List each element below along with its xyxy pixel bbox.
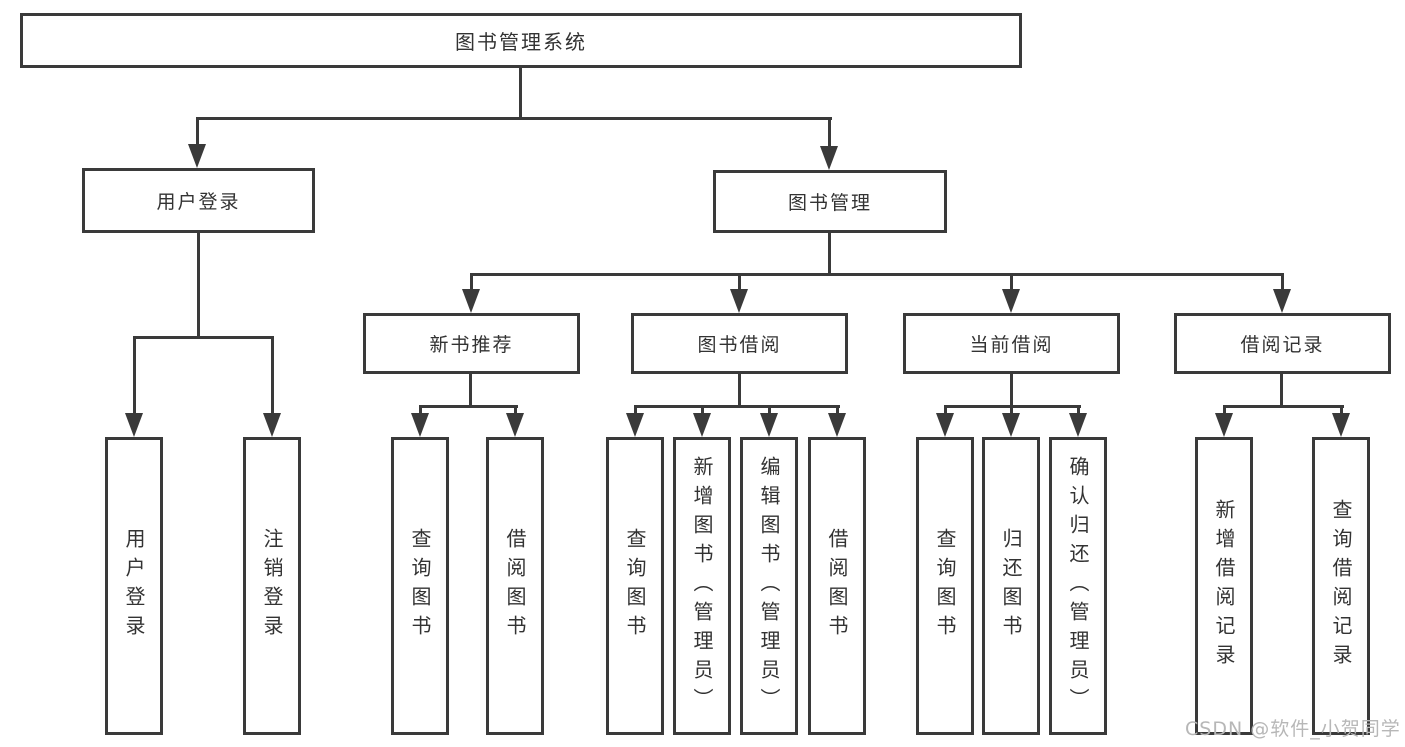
leaf-borrow-books: 借阅图书 [486,437,544,735]
node-label: 借阅记录 [1240,334,1325,356]
node-label: 图书管理系统 [455,30,587,54]
arrowhead-down-icon [936,413,954,437]
arrow-shaft [271,338,274,415]
arrow-shaft [836,407,839,415]
arrow-shaft [133,338,136,415]
arrowhead-down-icon [188,144,206,168]
leaf-query-books: 查询图书 [391,437,449,735]
arrowhead-down-icon [1002,289,1020,313]
arrow-shaft [1281,275,1284,291]
leaf-query-books: 查询图书 [916,437,974,735]
node-label: 当前借阅 [969,334,1054,356]
leaf-label: 用户登录 [122,528,146,644]
arrow-shaft [1010,275,1013,291]
node-label: 图书管理 [787,192,872,214]
arrow-shaft [419,407,422,415]
connector-line-horizontal [634,405,840,408]
arrowhead-down-icon [125,413,143,437]
arrowhead-down-icon [828,413,846,437]
arrowhead-down-icon [1069,413,1087,437]
leaf-label: 注销登录 [260,528,284,644]
leaf-label: 新增图书（管理员） [690,455,714,717]
arrow-shaft [768,407,771,415]
arrow-shaft [1077,407,1080,415]
node-book-management: 图书管理 [713,170,947,233]
leaf-confirm-return-admin: 确认归还（管理员） [1049,437,1107,735]
connector-line-horizontal [419,405,518,408]
arrow-shaft [514,407,517,415]
arrowhead-down-icon [1215,413,1233,437]
arrow-shaft [1223,407,1226,415]
arrow-shaft [701,407,704,415]
leaf-add-borrow-record: 新增借阅记录 [1195,437,1253,735]
arrow-shaft [1340,407,1343,415]
arrow-shaft [470,275,473,291]
node-current-borrowing: 当前借阅 [903,313,1120,374]
leaf-label: 确认归还（管理员） [1066,455,1090,717]
connector-line-horizontal [133,336,274,339]
arrowhead-down-icon [760,413,778,437]
arrowhead-down-icon [1002,413,1020,437]
node-user-login: 用户登录 [82,168,315,233]
leaf-query-borrow-record: 查询借阅记录 [1312,437,1370,735]
connector-line-vertical [519,67,522,119]
leaf-query-books: 查询图书 [606,437,664,735]
arrow-shaft [634,407,637,415]
connector-line-vertical [197,233,200,339]
leaf-add-books-admin: 新增图书（管理员） [673,437,731,735]
arrow-shaft [738,275,741,291]
leaf-user-login: 用户登录 [105,437,163,735]
arrowhead-down-icon [411,413,429,437]
leaf-label: 新增借阅记录 [1212,499,1236,673]
arrow-shaft [944,407,947,415]
arrowhead-down-icon [730,289,748,313]
node-borrowing-records: 借阅记录 [1174,313,1391,374]
connector-line-vertical [828,232,831,275]
node-book-borrowing: 图书借阅 [631,313,848,374]
node-label: 新书推荐 [429,334,514,356]
connector-line-vertical [1010,373,1013,408]
leaf-label: 查询图书 [408,528,432,644]
arrowhead-down-icon [506,413,524,437]
arrowhead-down-icon [1273,289,1291,313]
connector-line-vertical [469,373,472,408]
arrowhead-down-icon [693,413,711,437]
arrowhead-down-icon [820,146,838,170]
leaf-label: 借阅图书 [503,528,527,644]
leaf-label: 查询图书 [933,528,957,644]
leaf-logout: 注销登录 [243,437,301,735]
arrow-shaft [828,119,831,148]
connector-line-horizontal [944,405,1081,408]
arrowhead-down-icon [1332,413,1350,437]
leaf-label: 归还图书 [999,528,1023,644]
connector-line-horizontal [470,273,1284,276]
leaf-label: 借阅图书 [825,528,849,644]
leaf-borrow-books: 借阅图书 [808,437,866,735]
arrow-shaft [1010,407,1013,415]
node-library-management-system: 图书管理系统 [20,13,1022,68]
arrowhead-down-icon [626,413,644,437]
node-label: 图书借阅 [697,334,782,356]
leaf-label: 查询借阅记录 [1329,499,1353,673]
arrow-shaft [196,119,199,146]
connector-line-horizontal [196,117,832,120]
connector-line-vertical [738,373,741,408]
watermark-text: CSDN @软件_小贺同学 [1185,718,1401,740]
leaf-label: 编辑图书（管理员） [757,455,781,717]
connector-line-horizontal [1223,405,1344,408]
arrowhead-down-icon [462,289,480,313]
connector-line-vertical [1280,373,1283,408]
leaf-edit-books-admin: 编辑图书（管理员） [740,437,798,735]
node-new-book-recommend: 新书推荐 [363,313,580,374]
leaf-return-books: 归还图书 [982,437,1040,735]
arrowhead-down-icon [263,413,281,437]
leaf-label: 查询图书 [623,528,647,644]
node-label: 用户登录 [156,191,241,213]
